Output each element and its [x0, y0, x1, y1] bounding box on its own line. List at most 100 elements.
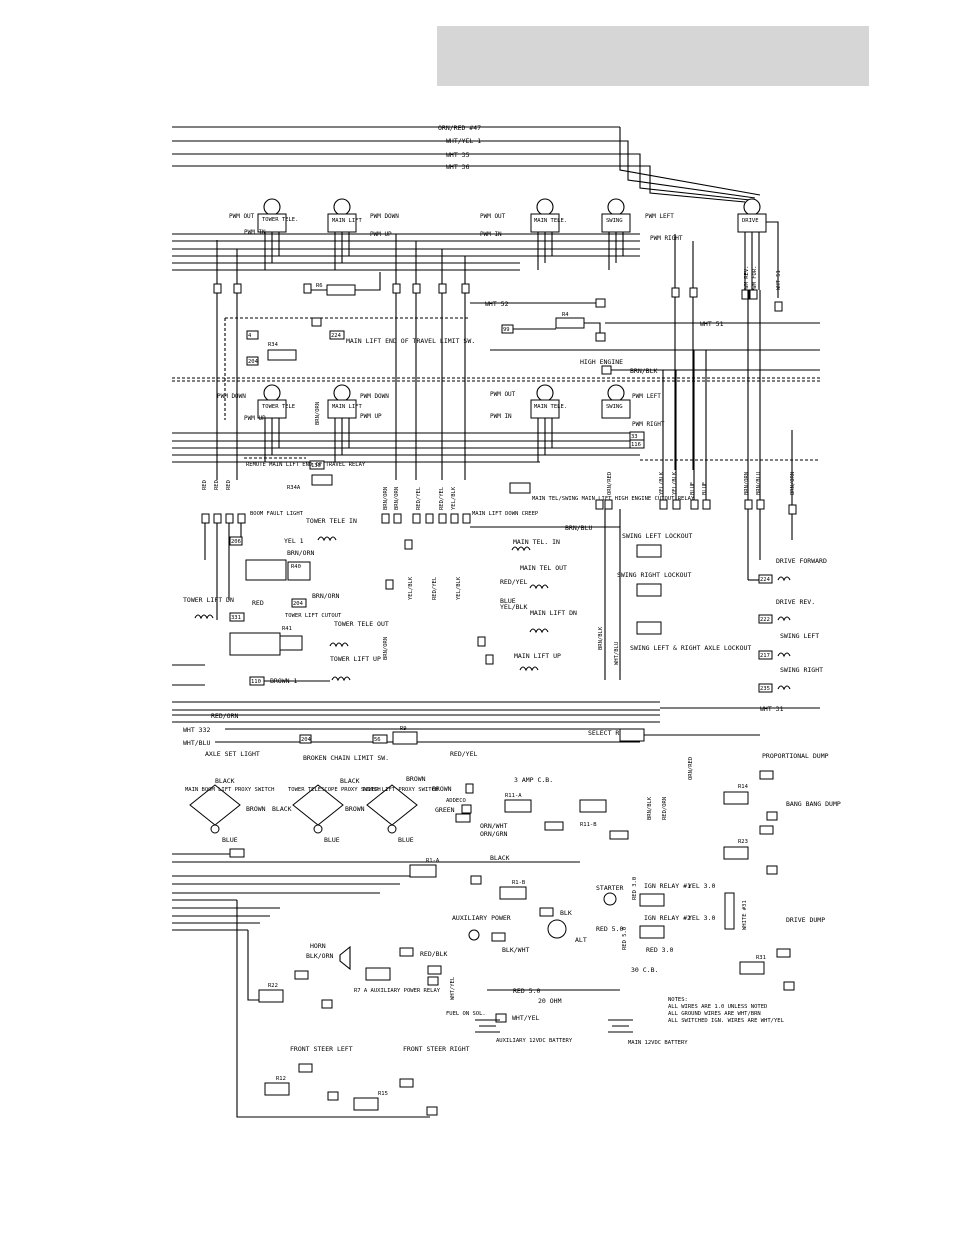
svg-text:R12: R12: [276, 1076, 286, 1082]
svg-text:204: 204: [301, 737, 312, 743]
svg-text:R4: R4: [562, 312, 569, 318]
svg-text:MAIN LIFT DOWN CREEP: MAIN LIFT DOWN CREEP: [472, 511, 539, 517]
svg-text:99: 99: [503, 327, 510, 333]
controller-c5: DRIVE PWM REV. PWM FOR. WHT 51: [737, 198, 782, 298]
left-bundle-lower: [172, 664, 410, 931]
svg-text:TOWER TELE OUT: TOWER TELE OUT: [334, 620, 389, 628]
relay-R4-area: WHT 52 R4 99 WHT 51 HIGH ENGINE BRN/BLK: [470, 298, 820, 375]
svg-text:SWING: SWING: [606, 404, 623, 410]
svg-text:IGN RELAY #2: IGN RELAY #2: [644, 914, 691, 922]
svg-text:ADDECO: ADDECO: [446, 798, 466, 804]
svg-text:BANG BANG DUMP: BANG BANG DUMP: [786, 800, 841, 808]
svg-text:YEL/BLK: YEL/BLK: [672, 471, 678, 495]
starter-area: STARTER ALT RED 5.0 RED 3.0 RED 3.0 RED …: [547, 877, 673, 974]
svg-text:BRN/BLU: BRN/BLU: [565, 524, 592, 532]
svg-text:TOWER LIFT CUTOUT: TOWER LIFT CUTOUT: [285, 613, 342, 619]
svg-text:RED/YEL: RED/YEL: [450, 750, 477, 758]
svg-text:PWM DOWN: PWM DOWN: [370, 213, 399, 220]
left-bundle-row-2: [172, 377, 820, 463]
svg-text:AUXILIARY POWER: AUXILIARY POWER: [452, 914, 511, 922]
svg-text:DRIVE DUMP: DRIVE DUMP: [786, 916, 825, 924]
svg-text:BLK/ORN: BLK/ORN: [306, 952, 333, 960]
svg-text:R23: R23: [738, 839, 748, 845]
svg-text:REMOTE MAIN LIFT END OF TRAVEL: REMOTE MAIN LIFT END OF TRAVEL RELAY: [246, 462, 366, 468]
connector-row-2: 206: [201, 513, 471, 620]
svg-text:BLUE: BLUE: [324, 836, 340, 844]
svg-text:BROKEN CHAIN LIMIT SW.: BROKEN CHAIN LIMIT SW.: [303, 754, 389, 762]
svg-text:YEL 3.0: YEL 3.0: [688, 914, 715, 922]
svg-text:204: 204: [293, 601, 304, 607]
svg-text:ALL SWITCHED IGN. WIRES ARE WH: ALL SWITCHED IGN. WIRES ARE WHT/YEL: [668, 1018, 785, 1024]
controller-c6: TOWER TELE PWM DOWN PWM UP: [217, 384, 295, 462]
svg-text:MAIN TEL. IN: MAIN TEL. IN: [513, 538, 560, 546]
svg-text:R40: R40: [291, 564, 301, 570]
svg-text:R14: R14: [738, 784, 749, 790]
svg-text:BRN/ORN: BRN/ORN: [744, 472, 750, 495]
svg-text:RED/ORN: RED/ORN: [211, 712, 238, 720]
svg-text:BROWN: BROWN: [246, 805, 266, 813]
svg-text:WHT/YEL: WHT/YEL: [450, 976, 456, 1000]
svg-text:MAIN LIFT: MAIN LIFT: [332, 404, 362, 410]
svg-text:MAIN LIFT DN: MAIN LIFT DN: [530, 609, 577, 617]
svg-text:HIGH ENGINE: HIGH ENGINE: [580, 358, 623, 366]
svg-text:PWM IN: PWM IN: [490, 413, 512, 420]
svg-text:R11-A: R11-A: [505, 793, 522, 799]
svg-text:YEL/BLK: YEL/BLK: [659, 471, 665, 495]
svg-text:WHT/YEL: WHT/YEL: [512, 1014, 539, 1022]
svg-text:BRN/BLK: BRN/BLK: [598, 626, 604, 650]
connector-row-1: [213, 234, 783, 480]
svg-text:PWM UP: PWM UP: [370, 231, 392, 238]
svg-text:WHT/BLU: WHT/BLU: [614, 642, 620, 665]
relay-R6: R6: [305, 272, 381, 296]
controller-c9: SWING PWM LEFT PWM RIGHT 33 116: [601, 384, 665, 449]
svg-text:130: 130: [311, 463, 321, 469]
svg-text:R9: R9: [400, 726, 407, 732]
svg-text:PWM IN: PWM IN: [480, 231, 502, 238]
svg-text:217: 217: [760, 653, 770, 659]
svg-text:PWM DOWN: PWM DOWN: [360, 393, 389, 400]
svg-text:BRN/BLU: BRN/BLU: [756, 472, 762, 495]
svg-text:WHT 51: WHT 51: [700, 320, 724, 328]
dump-area: PROPORTIONAL DUMP R14 BANG BANG DUMP R23…: [647, 752, 841, 875]
svg-text:PWM UP: PWM UP: [244, 415, 266, 422]
ign-relays: IGN RELAY #1 YEL 3.0 IGN RELAY #2 YEL 3.…: [639, 882, 748, 939]
svg-text:PROPORTIONAL DUMP: PROPORTIONAL DUMP: [762, 752, 829, 760]
svg-text:110: 110: [251, 679, 261, 685]
svg-text:SWING RIGHT LOCKOUT: SWING RIGHT LOCKOUT: [617, 571, 691, 579]
relay-R34A-area: 130 REMOTE MAIN LIFT END OF TRAVEL RELAY…: [244, 457, 366, 491]
lower-bus: RED/ORN WHT 31 WHT 332 WHT/BLU AXLE SET …: [172, 701, 820, 758]
svg-text:ALT: ALT: [575, 936, 587, 944]
svg-text:WHT 332: WHT 332: [183, 726, 210, 734]
svg-text:RED/ORN: RED/ORN: [662, 797, 668, 820]
svg-text:MAIN LIFT END OF TRAVEL LIMIT: MAIN LIFT END OF TRAVEL LIMIT SW.: [346, 337, 475, 345]
svg-text:BLACK: BLACK: [490, 854, 510, 862]
svg-text:MAIN TEL OUT: MAIN TEL OUT: [520, 564, 567, 572]
controller-c2: MAIN LIFT PWM DOWN PWM UP: [327, 198, 399, 270]
svg-text:BLUE: BLUE: [398, 836, 414, 844]
svg-text:BRN/ORN: BRN/ORN: [287, 549, 314, 557]
svg-text:MAIN TEL/SWING MAIN LIFT HIGH: MAIN TEL/SWING MAIN LIFT HIGH ENGINE CUT…: [532, 496, 695, 502]
svg-text:BLACK: BLACK: [340, 777, 360, 785]
svg-text:BROWN: BROWN: [432, 785, 452, 793]
svg-text:RED/YEL: RED/YEL: [416, 486, 422, 510]
steer-relays: R22 FRONT STEER LEFT R12 FRONT STEER RIG…: [236, 900, 470, 1118]
svg-text:BRN/ORN: BRN/ORN: [383, 637, 389, 660]
svg-text:ALL GROUND WIRES ARE WHT/BRN: ALL GROUND WIRES ARE WHT/BRN: [668, 1011, 761, 1017]
controller-c3: MAIN TELE. PWM OUT PWM IN: [480, 198, 567, 270]
svg-text:FUEL ON SOL.: FUEL ON SOL.: [446, 1011, 486, 1017]
top-bus-wires: ORN/RED #47 WHT/YEL 1 WHT 35 WHT 36: [172, 124, 761, 203]
relay-R34-area: 4 R34 204 224 MAIN LIFT END OF TRAVEL LI…: [224, 317, 475, 420]
svg-text:PWM IN: PWM IN: [244, 229, 266, 236]
svg-text:R7 A AUXILIARY POWER RELAY: R7 A AUXILIARY POWER RELAY: [354, 988, 441, 994]
svg-text:MAIN BOOM LIFT PROXY SWITCH: MAIN BOOM LIFT PROXY SWITCH: [185, 787, 274, 793]
svg-text:TOWER LIFT PROXY SWITCH: TOWER LIFT PROXY SWITCH: [362, 787, 438, 793]
svg-text:BLACK: BLACK: [272, 805, 292, 813]
svg-text:WHT 52: WHT 52: [485, 300, 509, 308]
svg-text:BRN/ORN: BRN/ORN: [383, 487, 389, 510]
cb-r11-area: 3 AMP C.B. R11-A R11-B: [504, 776, 629, 840]
svg-text:ORN/RED: ORN/RED: [607, 472, 613, 495]
svg-text:RED/YEL: RED/YEL: [432, 576, 438, 600]
svg-text:4: 4: [248, 333, 252, 339]
controller-c8: MAIN TELE. PWM OUT PWM IN: [490, 384, 567, 462]
